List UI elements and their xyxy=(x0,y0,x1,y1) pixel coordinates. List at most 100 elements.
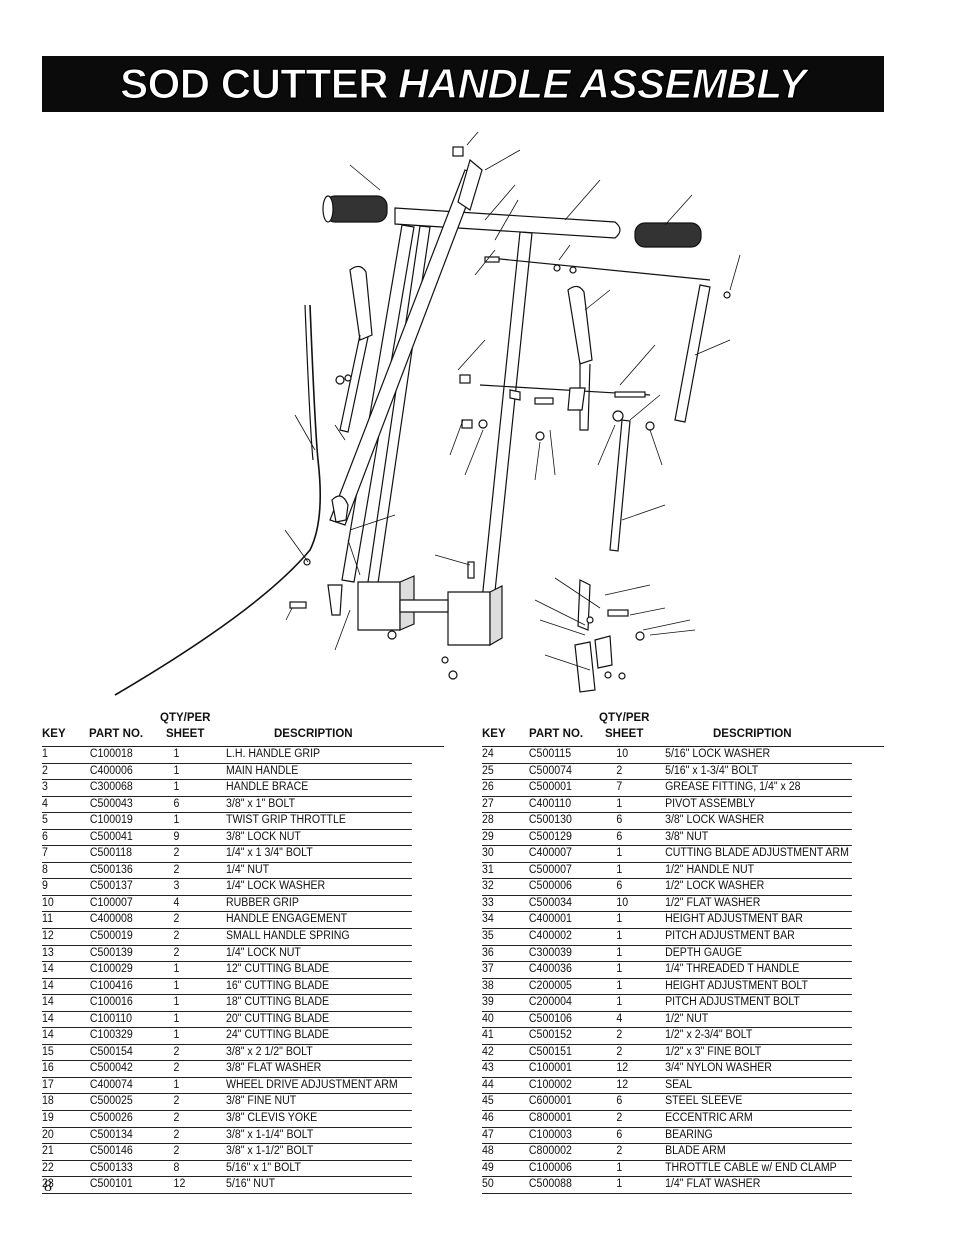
part-qty: 1 xyxy=(616,930,623,943)
part-key: 30 xyxy=(482,847,494,860)
part-qty: 6 xyxy=(616,1128,623,1141)
part-number: C500139 xyxy=(89,946,133,959)
part-number: C500101 xyxy=(89,1178,133,1191)
part-key: 27 xyxy=(482,797,494,810)
part-key: 34 xyxy=(482,913,494,926)
part-key: 21 xyxy=(42,1145,54,1158)
part-qty: 2 xyxy=(616,1045,623,1058)
part-description: 3/8" x 2 1/2" BOLT xyxy=(226,1045,313,1058)
part-number: C500041 xyxy=(89,830,133,843)
part-number: C100019 xyxy=(89,814,133,827)
part-number: C500137 xyxy=(89,880,133,893)
qty-header: SHEET xyxy=(166,728,205,740)
part-qty: 1 xyxy=(173,1078,180,1091)
part-number: C500006 xyxy=(528,880,572,893)
part-description: 20" CUTTING BLADE xyxy=(226,1012,330,1025)
part-number: C100416 xyxy=(89,979,133,992)
part-number: C500019 xyxy=(89,930,133,943)
part-header: PART NO. xyxy=(529,728,584,740)
part-qty: 1 xyxy=(616,1178,623,1191)
part-description: 3/8" FINE NUT xyxy=(226,1095,297,1108)
part-qty: 1 xyxy=(616,913,623,926)
part-number: C100006 xyxy=(528,1161,572,1174)
qty-header: SHEET xyxy=(605,728,644,740)
part-number: C500130 xyxy=(528,814,572,827)
part-qty: 2 xyxy=(173,1045,180,1058)
part-qty: 1 xyxy=(173,1029,180,1042)
qty-header-top: QTY/PER xyxy=(160,712,211,724)
part-description: 3/8" x 1-1/4" BOLT xyxy=(226,1128,314,1141)
part-key: 48 xyxy=(482,1145,494,1158)
part-description: TWIST GRIP THROTTLE xyxy=(226,814,346,827)
parts-table-left: QTY/PER KEY PART NO. SHEET DESCRIPTION 1… xyxy=(42,712,444,1194)
part-description: 1/2" LOCK WASHER xyxy=(665,880,765,893)
part-key: 13 xyxy=(42,946,54,959)
part-qty: 8 xyxy=(173,1161,180,1174)
part-number: C400007 xyxy=(528,847,572,860)
part-description: 3/4" NYLON WASHER xyxy=(665,1062,772,1075)
part-key: 28 xyxy=(482,814,494,827)
part-header: PART NO. xyxy=(89,728,144,740)
part-qty: 1 xyxy=(616,996,623,1009)
part-number: C500088 xyxy=(528,1178,572,1191)
part-description: 3/8" NUT xyxy=(665,830,709,843)
part-description: PIVOT ASSEMBLY xyxy=(665,797,756,810)
part-qty: 2 xyxy=(173,1112,180,1125)
part-number: C500034 xyxy=(528,896,572,909)
part-qty: 2 xyxy=(616,1112,623,1125)
part-qty: 2 xyxy=(173,913,180,926)
part-description: RUBBER GRIP xyxy=(226,896,299,909)
part-key: 46 xyxy=(482,1112,494,1125)
part-description: 1/4" LOCK NUT xyxy=(226,946,301,959)
part-key: 45 xyxy=(482,1095,494,1108)
part-description: 5/16" x 1-3/4" BOLT xyxy=(665,764,759,777)
part-description: 3/8" x 1-1/2" BOLT xyxy=(226,1145,314,1158)
part-key: 37 xyxy=(482,963,494,976)
part-description: HANDLE ENGAGEMENT xyxy=(226,913,348,926)
part-description: 1/4" x 1 3/4" BOLT xyxy=(226,847,313,860)
part-key: 6 xyxy=(42,830,48,843)
part-key: 4 xyxy=(42,797,48,810)
part-qty: 2 xyxy=(173,847,180,860)
part-qty: 1 xyxy=(616,963,623,976)
part-number: C500106 xyxy=(528,1012,572,1025)
part-number: C500136 xyxy=(89,863,133,876)
part-number: C500129 xyxy=(528,830,572,843)
part-qty: 2 xyxy=(173,946,180,959)
part-qty: 6 xyxy=(616,830,623,843)
title-bold: SOD CUTTER xyxy=(120,60,390,108)
part-number: C500025 xyxy=(89,1095,133,1108)
part-number: C100329 xyxy=(89,1029,133,1042)
part-qty: 2 xyxy=(173,930,180,943)
part-number: C500026 xyxy=(89,1112,133,1125)
part-qty: 4 xyxy=(616,1012,623,1025)
part-key: 23 xyxy=(42,1178,54,1191)
part-qty: 6 xyxy=(616,1095,623,1108)
part-description: PITCH ADJUSTMENT BAR xyxy=(665,930,795,943)
part-key: 3 xyxy=(42,781,48,794)
part-number: C800001 xyxy=(528,1112,572,1125)
part-qty: 6 xyxy=(616,814,623,827)
part-number: C400036 xyxy=(528,963,572,976)
part-key: 9 xyxy=(42,880,48,893)
part-number: C800002 xyxy=(528,1145,572,1158)
part-key: 43 xyxy=(482,1062,494,1075)
part-key: 2 xyxy=(42,764,48,777)
part-number: C500152 xyxy=(528,1029,572,1042)
part-description: DEPTH GAUGE xyxy=(665,946,743,959)
